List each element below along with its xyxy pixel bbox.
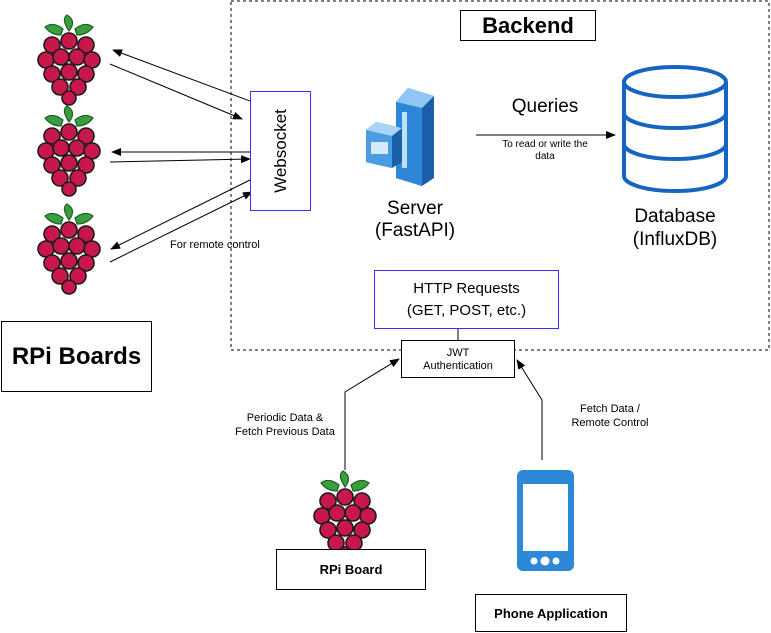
queries-label: Queries <box>511 96 579 117</box>
jwt-line-1: JWT <box>446 347 470 359</box>
backend-title: Backend <box>460 10 596 41</box>
jwt-auth-box: JWT Authentication <box>401 340 515 378</box>
websocket-box: Websocket <box>250 91 311 211</box>
database-name: Database <box>634 206 716 227</box>
queries-sublabel-2: data <box>535 151 555 162</box>
rpi-edge-label-2: Fetch Previous Data <box>235 426 335 438</box>
raspberry-pi-icon <box>37 14 101 106</box>
server-icon <box>366 88 434 186</box>
database-engine: (InfluxDB) <box>632 229 718 250</box>
raspberry-pi-icon <box>37 203 101 295</box>
http-line-2: (GET, POST, etc.) <box>406 302 527 319</box>
phone-edge-label-2: Remote Control <box>571 417 649 429</box>
raspberry-pi-icon <box>37 105 101 197</box>
edge-rpi-2-to-ws <box>109 155 251 164</box>
server-name: Server <box>387 198 443 219</box>
smartphone-icon <box>517 470 574 571</box>
database-icon <box>622 65 728 193</box>
websocket-label: Websocket <box>270 109 290 193</box>
edge-phone-to-jwt <box>516 359 543 460</box>
edge-rpi-1-to-ws <box>109 63 243 120</box>
rpi-board-box: RPi Board <box>276 549 426 590</box>
http-requests-box: HTTP Requests (GET, POST, etc.) <box>374 270 559 329</box>
rpi-edge-label-1: Periodic Data & <box>246 412 324 424</box>
edge-ws-to-rpi-3 <box>110 177 255 250</box>
phone-application-box: Phone Application <box>475 594 627 632</box>
edge-ws-to-rpi-1 <box>112 49 259 105</box>
http-line-1: HTTP Requests <box>413 280 520 297</box>
phone-edge-label-1: Fetch Data / <box>580 403 640 415</box>
edge-rpi-3-to-ws <box>109 191 253 263</box>
rpi-boards-title: RPi Boards <box>1 321 152 392</box>
queries-sublabel-1: To read or write the <box>502 139 588 150</box>
jwt-line-2: Authentication <box>423 360 493 372</box>
remote-control-label: For remote control <box>170 239 260 251</box>
edge-rpi-board-to-jwt <box>344 358 400 470</box>
server-framework: (FastAPI) <box>374 220 456 241</box>
raspberry-pi-icon <box>313 470 377 562</box>
